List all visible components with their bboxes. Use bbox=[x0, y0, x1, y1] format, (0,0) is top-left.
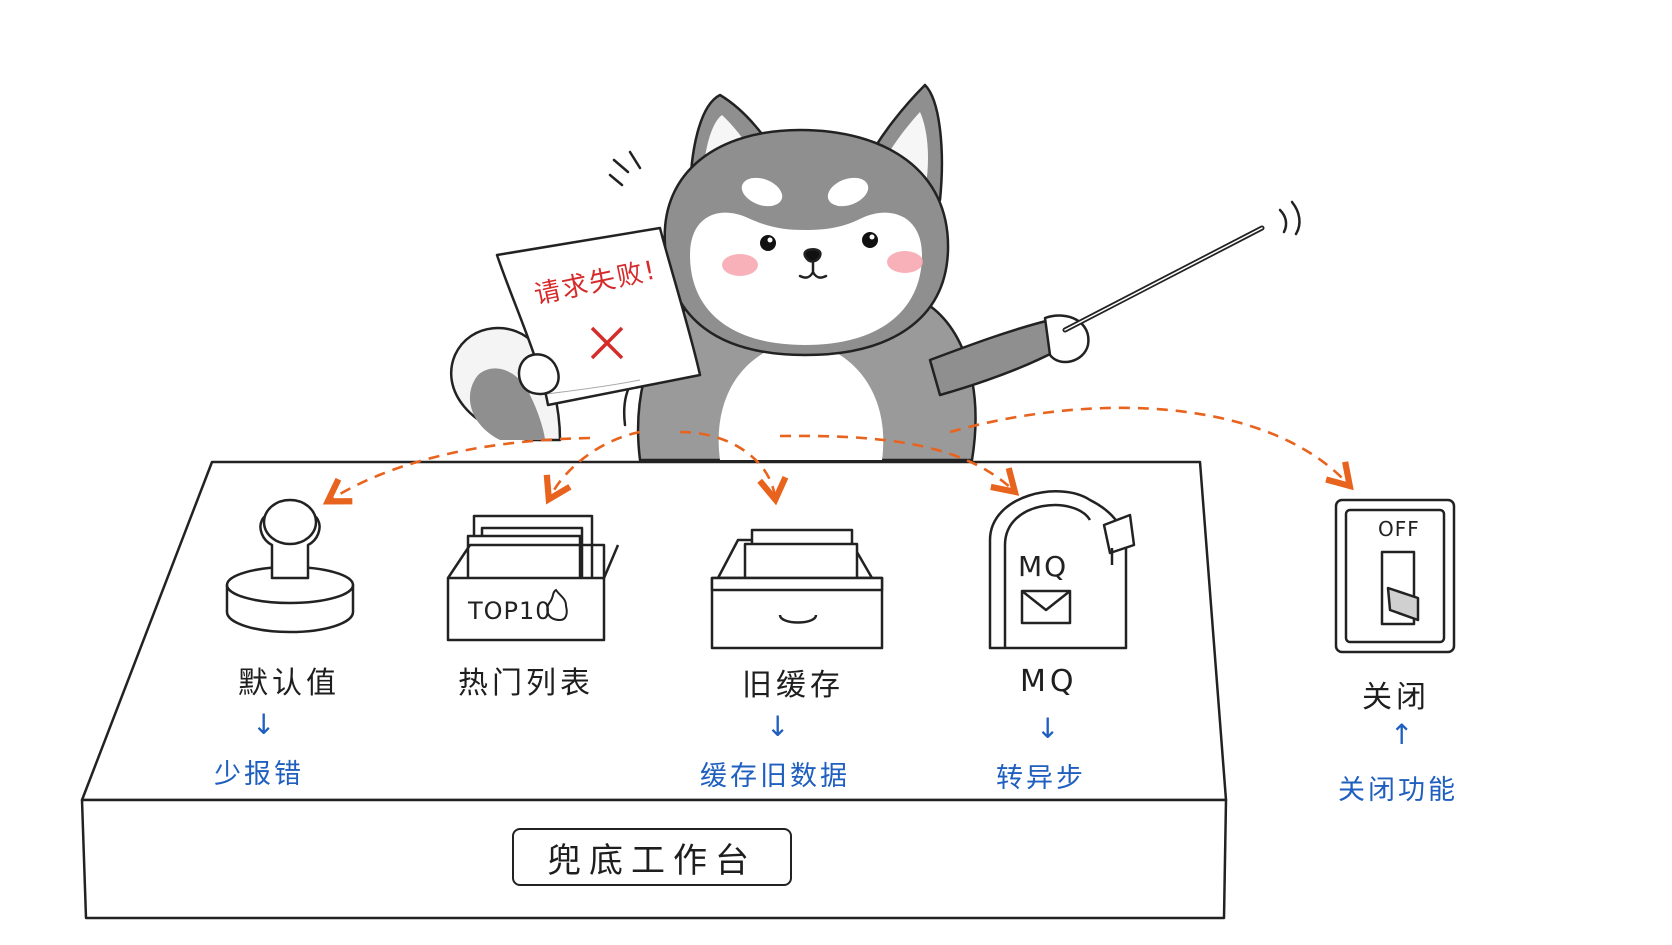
error-x-icon bbox=[590, 326, 624, 360]
mq-effect-label: 转异步 bbox=[996, 763, 1086, 794]
hotlist-box-text: TOP10 bbox=[467, 597, 552, 625]
hotlist-box-icon bbox=[446, 514, 620, 642]
cache-label: 旧缓存 bbox=[742, 668, 844, 703]
mq-effect-arrow: ↓ bbox=[1036, 712, 1060, 745]
switch-label: 关闭 bbox=[1362, 680, 1430, 715]
flame-icon bbox=[546, 588, 568, 622]
arrow-to-switch bbox=[949, 406, 1348, 484]
mq-label: MQ bbox=[1020, 664, 1078, 699]
stamp-effect-arrow: ↓ bbox=[252, 708, 276, 741]
fallback-arrows bbox=[330, 406, 1348, 500]
hotlist-label: 热门列表 bbox=[458, 666, 594, 701]
off-switch-icon bbox=[1334, 498, 1456, 654]
off-switch-text: OFF bbox=[1378, 517, 1420, 541]
stamp-label: 默认值 bbox=[238, 666, 340, 701]
stamp-effect-label: 少报错 bbox=[214, 759, 304, 790]
cache-effect-label: 缓存旧数据 bbox=[700, 761, 850, 792]
dog-left-paw bbox=[517, 353, 560, 396]
mq-mailbox-text: MQ bbox=[1018, 550, 1068, 583]
workbench-title: 兜底工作台 bbox=[547, 840, 757, 881]
cache-effect-arrow: ↓ bbox=[766, 710, 790, 743]
workbench-title-box: 兜底工作台 bbox=[512, 828, 792, 886]
arrow-to-cache bbox=[679, 430, 775, 497]
cache-drawer-icon bbox=[710, 528, 884, 650]
switch-effect-arrow: ↑ bbox=[1390, 718, 1414, 751]
switch-effect-label: 关闭功能 bbox=[1338, 775, 1458, 806]
arrow-to-hotlist bbox=[550, 430, 641, 497]
arrow-to-mq bbox=[779, 434, 1013, 490]
stamp-icon bbox=[225, 498, 355, 634]
mq-mailbox-icon bbox=[988, 490, 1136, 650]
arrow-to-stamp bbox=[330, 436, 591, 500]
husky-character bbox=[449, 83, 1301, 462]
